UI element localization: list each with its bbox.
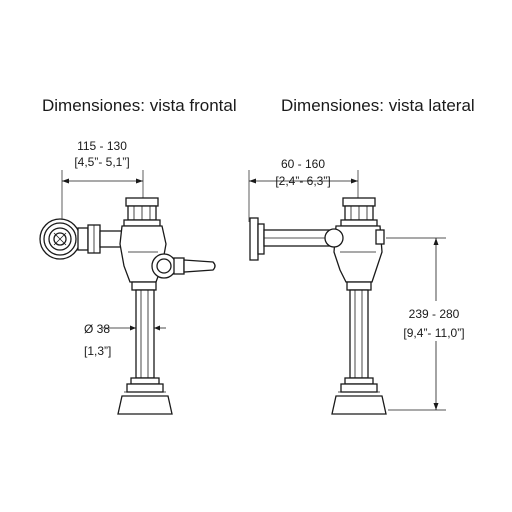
side-view-title: Dimensiones: vista lateral	[281, 96, 475, 115]
front-flush-pipe	[117, 281, 173, 415]
side-top-cap	[340, 197, 378, 227]
side-height-dimension: 239 - 280 [9,4”- 11,0”]	[386, 237, 478, 411]
side-wall-flange	[249, 217, 339, 261]
front-diameter-dimension: Ø 38 [1,3”]	[84, 322, 166, 358]
front-diameter-mm-label: Ø 38	[84, 322, 110, 336]
front-width-mm-label: 115 - 130	[77, 139, 127, 153]
side-flush-pipe	[331, 281, 387, 415]
front-top-cap	[123, 197, 161, 227]
front-view-title: Dimensiones: vista frontal	[42, 96, 237, 115]
front-width-dimension: 115 - 130 [4,5”- 5,1”]	[61, 139, 144, 222]
side-depth-dimension: 60 - 160 [2,4”- 6,3”]	[248, 157, 359, 222]
side-depth-in-label: [2,4”- 6,3”]	[275, 174, 330, 188]
front-wall-flange	[39, 218, 81, 260]
side-view-valve: 60 - 160 [2,4”- 6,3”]	[248, 157, 478, 415]
front-view-valve: 115 - 130 [4,5”- 5,1”]	[39, 139, 216, 415]
front-diameter-in-label: [1,3”]	[84, 344, 111, 358]
front-flush-handle	[151, 253, 216, 279]
side-height-in-label: [9,4”- 11,0”]	[403, 326, 464, 340]
side-depth-mm-label: 60 - 160	[281, 157, 325, 171]
side-valve-body	[324, 225, 385, 283]
front-width-in-label: [4,5”- 5,1”]	[74, 155, 129, 169]
side-height-mm-label: 239 - 280	[409, 307, 460, 321]
front-inlet-coupling	[77, 224, 125, 254]
